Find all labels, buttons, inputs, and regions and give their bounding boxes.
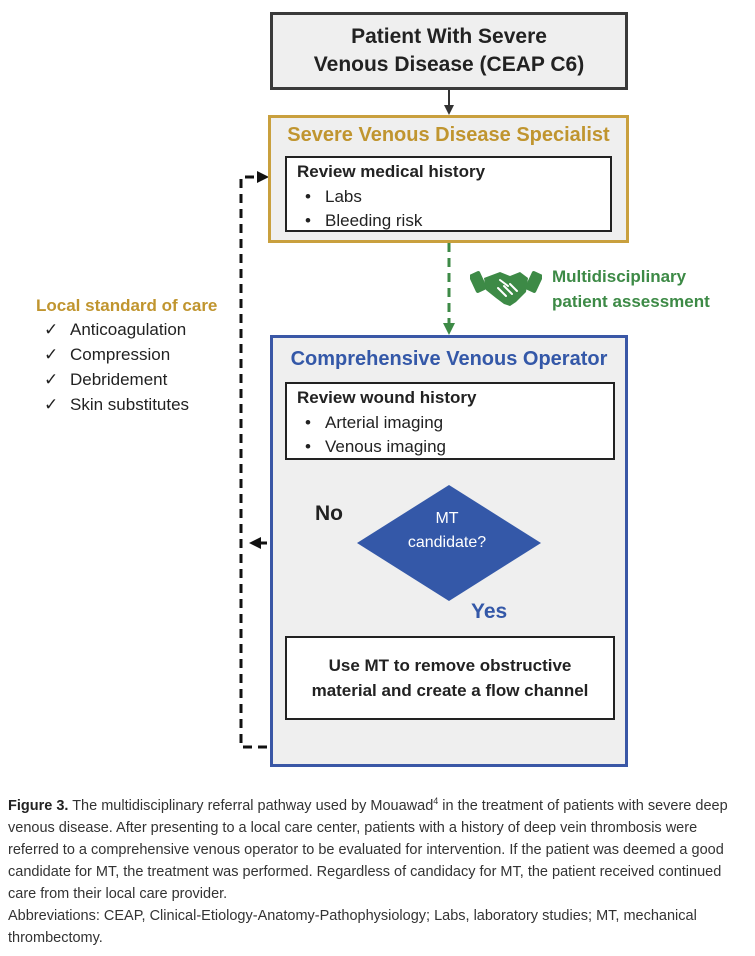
local-care-item-debridement: ✓Debridement xyxy=(44,370,168,389)
caption-label: Figure 3. xyxy=(8,797,69,814)
local-care-title: Local standard of care xyxy=(36,296,218,315)
specialist-item-bleeding-risk: •Bleeding risk xyxy=(305,211,423,230)
decision-diamond xyxy=(357,485,541,601)
review-medical-history-title: Review medical history xyxy=(297,162,486,181)
patient-box: Patient With Severe Venous Disease (CEAP… xyxy=(270,12,628,90)
review-wound-history-box: Review wound history •Arterial imaging •… xyxy=(285,382,615,460)
decision-label: MT candidate? xyxy=(407,510,487,551)
bullet-icon: • xyxy=(305,413,311,432)
local-care-item-skin-substitutes: ✓Skin substitutes xyxy=(44,395,190,414)
treatment-line2: material and create a flow channel xyxy=(311,681,589,700)
check-icon: ✓ xyxy=(44,345,59,364)
bullet-icon: • xyxy=(305,187,311,206)
handshake-icon xyxy=(470,271,542,306)
bullet-icon: • xyxy=(305,211,311,230)
patient-box-line1: Patient With Severe xyxy=(351,25,547,48)
multidisciplinary-assessment-label: Multidisciplinary patient assessment xyxy=(552,267,710,311)
specialist-box: Severe Venous Disease Specialist Review … xyxy=(268,115,629,243)
operator-box: Comprehensive Venous Operator Review wou… xyxy=(270,335,628,767)
local-care-item-compression: ✓Compression xyxy=(44,345,171,364)
specialist-item-labs: •Labs xyxy=(305,187,362,206)
caption-reference: 4 xyxy=(433,796,439,806)
check-icon: ✓ xyxy=(44,395,59,414)
check-icon: ✓ xyxy=(44,370,59,389)
specialist-title: Severe Venous Disease Specialist xyxy=(287,124,610,146)
no-label: No xyxy=(315,502,343,525)
local-care-item-anticoagulation: ✓Anticoagulation xyxy=(44,320,187,339)
figure-caption: Figure 3. The multidisciplinary referral… xyxy=(8,790,748,949)
patient-box-line2: Venous Disease (CEAP C6) xyxy=(313,53,585,76)
caption-text: Figure 3. The multidisciplinary referral… xyxy=(8,796,728,902)
treatment-box: Use MT to remove obstructive material an… xyxy=(285,636,615,720)
bullet-icon: • xyxy=(305,437,311,456)
yes-label: Yes xyxy=(471,600,508,623)
caption-abbreviations: Abbreviations: CEAP, Clinical-Etiology-A… xyxy=(8,907,697,946)
review-wound-history-title: Review wound history xyxy=(297,388,477,407)
treatment-line1: Use MT to remove obstructive xyxy=(328,656,572,675)
operator-item-arterial-imaging: •Arterial imaging xyxy=(305,413,444,432)
review-medical-history-box: Review medical history •Labs •Bleeding r… xyxy=(285,156,612,232)
operator-title: Comprehensive Venous Operator xyxy=(290,348,608,370)
check-icon: ✓ xyxy=(44,320,59,339)
operator-item-venous-imaging: •Venous imaging xyxy=(305,437,446,456)
